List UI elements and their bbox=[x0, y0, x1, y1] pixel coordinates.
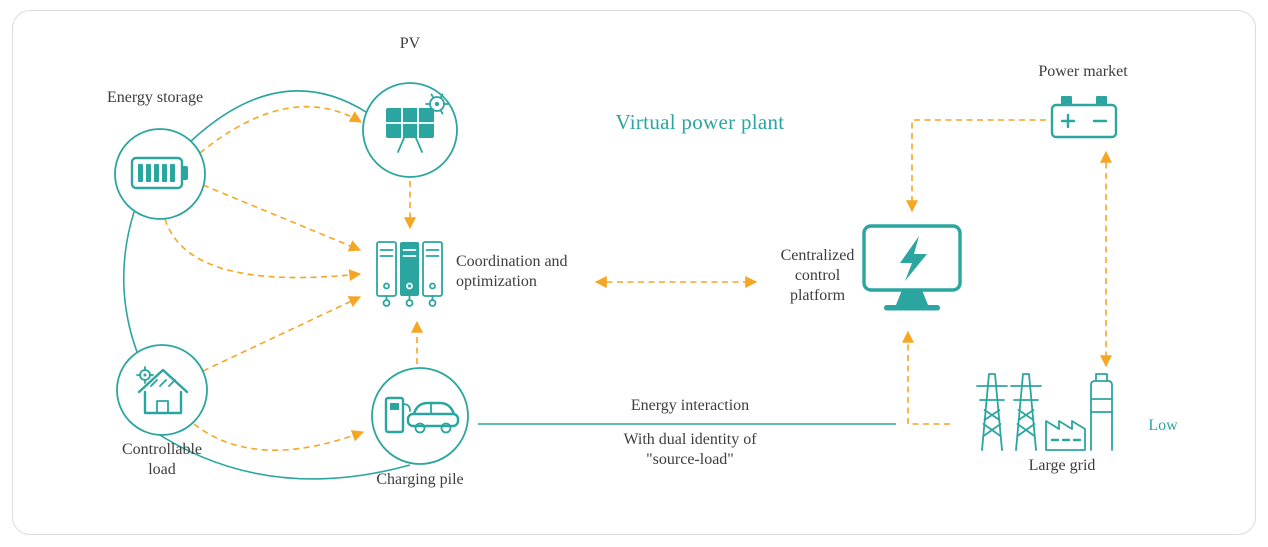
controllable-load-node-circle bbox=[116, 344, 208, 436]
controllable-load-label: Controllable load bbox=[122, 441, 202, 478]
large-grid-label: Large grid bbox=[1028, 457, 1096, 474]
charging-station-icon bbox=[384, 396, 460, 434]
flow-storage-coordination-upper bbox=[202, 184, 362, 252]
transmission-tower-icon bbox=[976, 373, 1008, 451]
flow-load-charging bbox=[193, 423, 365, 451]
diagram-title: Virtual power plant bbox=[615, 110, 785, 134]
car-icon bbox=[406, 401, 460, 434]
solar-panel-icon bbox=[385, 93, 449, 153]
connector-load-charging bbox=[151, 429, 411, 480]
server-racks-icon bbox=[376, 241, 443, 307]
energy-storage-label: Energy storage bbox=[106, 89, 204, 106]
coordination-label: Coordination and optimization bbox=[456, 253, 568, 290]
connector-storage-load bbox=[122, 211, 138, 353]
flow-grid-platform bbox=[902, 330, 950, 425]
gear-icon bbox=[136, 366, 154, 384]
flow-storage-coordination-mid bbox=[164, 218, 362, 282]
charging-pile-label: Charging pile bbox=[376, 471, 464, 488]
energy-storage-node-circle bbox=[114, 128, 206, 220]
centralized-control-label: Centralized control platform bbox=[780, 247, 855, 304]
energy-interaction-label: Energy interaction bbox=[630, 397, 750, 414]
transmission-tower-icon bbox=[1010, 373, 1042, 451]
power-market-icon bbox=[1050, 96, 1118, 139]
monitor-lightning-icon bbox=[862, 224, 962, 311]
dual-identity-label: With dual identity of "source-load" bbox=[623, 431, 757, 468]
connector-storage-pv bbox=[189, 90, 367, 143]
battery-icon bbox=[130, 156, 188, 190]
house-icon bbox=[136, 366, 189, 415]
power-market-label: Power market bbox=[1038, 63, 1128, 80]
gear-icon bbox=[425, 93, 449, 115]
pv-label: PV bbox=[399, 35, 421, 52]
flow-load-coordination bbox=[202, 296, 362, 372]
factory-icon bbox=[1045, 373, 1113, 451]
charging-pile-node-circle bbox=[371, 367, 469, 465]
low-label: Low bbox=[1148, 417, 1178, 434]
flow-storage-pv bbox=[199, 105, 363, 154]
diagram-border bbox=[12, 10, 1256, 535]
flow-market-platform bbox=[906, 119, 1046, 213]
